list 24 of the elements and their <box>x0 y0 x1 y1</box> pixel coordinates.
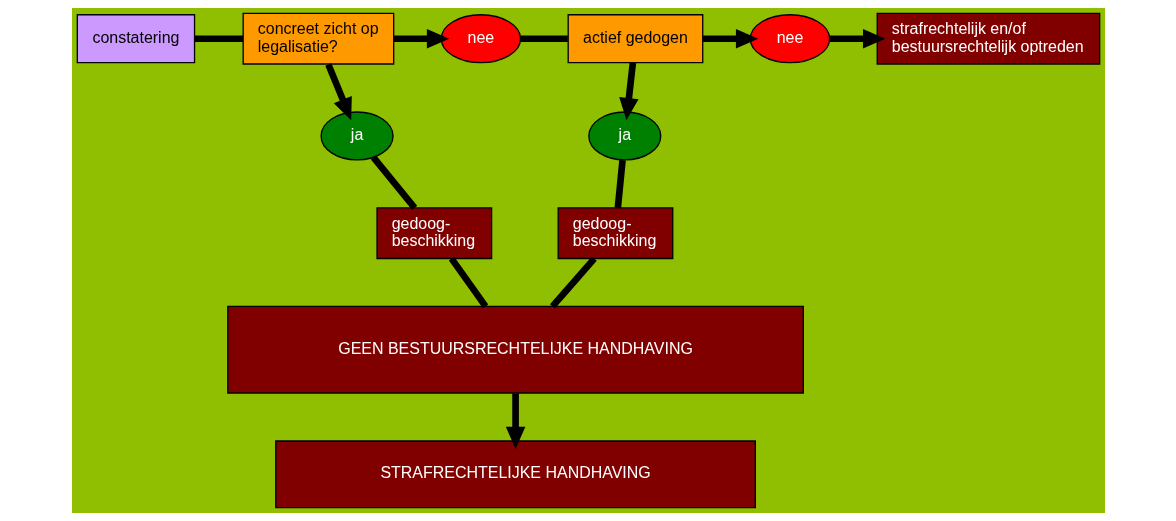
node-box: concreet zicht op legalisatie? <box>242 12 394 65</box>
node-box: GEEN BESTUURSRECHTELIJKE HANDHAVING <box>226 305 804 394</box>
connector <box>194 35 243 43</box>
node-box: gedoog- beschikking <box>375 207 492 260</box>
arrow <box>324 63 352 121</box>
arrow <box>702 28 758 49</box>
arrow <box>393 28 449 49</box>
connector <box>520 35 568 43</box>
node-box: STRAFRECHTELIJKE HANDHAVING <box>274 440 756 509</box>
connector <box>370 155 417 210</box>
node-box: actief gedogen <box>567 14 703 64</box>
connector <box>614 159 626 209</box>
node-ellipse: ja <box>319 111 394 161</box>
arrow <box>505 393 525 450</box>
arrow <box>829 28 885 49</box>
node-ellipse: nee <box>749 14 830 64</box>
connector <box>448 256 488 309</box>
node-box: gedoog- beschikking <box>557 207 673 260</box>
node-box: constatering <box>76 14 195 64</box>
node-ellipse: ja <box>587 111 661 161</box>
connector <box>549 256 597 309</box>
arrow <box>618 62 639 121</box>
node-ellipse: nee <box>440 14 521 64</box>
node-box: strafrechtelijk en/of bestuursrechtelijk optreden <box>876 12 1100 65</box>
